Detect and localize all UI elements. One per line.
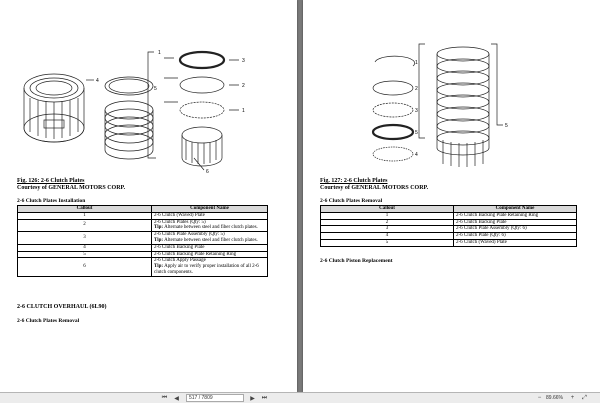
table-row: 2 2-6 Clutch Plates (Qty: 5) Tip: Altern… [17,218,268,233]
tip-label: Tip: [154,225,164,231]
svg-text:4: 4 [415,152,418,158]
last-page-button[interactable]: ⏭ [261,394,268,401]
figure-126-illustration: 1 3 2 1 4 5 6 [23,50,245,175]
tip-label: Tip: [154,264,164,270]
tip-text: Apply air to verify proper installation … [154,264,259,275]
prev-page-button[interactable]: ◀ [174,395,179,402]
table-cell-name: 2-6 Clutch Backing Plate Retaining Ring [151,250,268,259]
svg-text:1: 1 [415,60,418,66]
table-cell-name: 2-6 Clutch (Waved) Plate [453,238,577,247]
svg-text:4: 4 [96,78,99,84]
table-cell-name: 2-6 Clutch Backing Plate [151,243,268,252]
svg-text:1: 1 [158,50,161,56]
svg-text:3: 3 [242,58,245,64]
svg-text:5: 5 [415,130,418,136]
zoom-in-button[interactable]: + [570,395,575,401]
tip-label: Tip: [154,237,164,243]
component-name: 2-6 Clutch Plates (Qty: 5) [154,219,206,225]
table-header-callout: Callout [17,205,152,213]
figure-126-courtesy: Courtesy of GENERAL MOTORS CORP. [17,185,126,191]
table-cell-callout: 1 [320,211,454,220]
table-cell-callout: 4 [320,232,454,240]
table-cell-callout: 1 [17,211,152,220]
table-row: 6 2-6 Clutch Apply Passage Tip: Apply ai… [17,257,268,277]
component-name: 2-6 Clutch Backing Plate [154,244,205,250]
table-cell-name: 2-6 Clutch Plate Assembly (Qty: 5) Tip: … [151,231,268,245]
table-row: 1 2-6 Clutch Backing Plate Retaining Rin… [320,211,577,220]
svg-text:2: 2 [242,83,245,89]
svg-text:5: 5 [505,123,508,129]
table-header-component: Component Name [453,205,577,213]
table-row: 5 2-6 Clutch Backing Plate Retaining Rin… [17,250,268,259]
table-cell-name: 2-6 Clutch Apply Passage Tip: Apply air … [151,257,268,277]
overhaul-title: 2-6 CLUTCH OVERHAUL (6L90) [17,304,107,310]
document-page-right: 1 2 3 5 4 5 Fig. 127: 2-6 Clutch Plates … [303,0,600,392]
table-header-component: Component Name [151,205,268,213]
fit-page-icon[interactable]: ⤢ [582,394,587,401]
next-page-button[interactable]: ▶ [250,395,255,402]
subsection-title-piston: 2-6 Clutch Piston Replacement [320,258,393,264]
component-name: 2-6 Clutch Plate Assembly (Qty: 5) [154,232,225,238]
page-number-input[interactable]: 517 / 7809 [186,394,244,402]
svg-text:2: 2 [415,86,418,92]
subsection-title-removal: 2-6 Clutch Plates Removal [17,318,80,324]
tip-text: Alternate between steel and fiber clutch… [164,225,258,231]
table-row: 4 2-6 Clutch Plate (Qty: 6) [320,232,577,240]
table-cell-name: 2-6 Clutch Plate Assembly (Qty: 6) [453,225,577,234]
table-cell-callout: 4 [17,243,152,252]
svg-text:6: 6 [206,169,209,175]
tip-text: Alternate between steel and fiber clutch… [164,237,258,243]
table-row: 5 2-6 Clutch (Waved) Plate [320,238,577,247]
document-page-left: 1 3 2 1 4 5 6 Fig. 126: 2-6 Clutch Plate… [0,0,297,392]
section-title-removal: 2-6 Clutch Plates Removal [320,198,383,204]
table-row: 3 2-6 Clutch Plate Assembly (Qty: 6) [320,225,577,234]
first-page-button[interactable]: ⏮ [161,394,168,401]
table-cell-callout: 5 [320,238,454,247]
table-header-callout: Callout [320,205,454,213]
table-cell-callout: 5 [17,250,152,259]
components-table-installation: Callout Component Name 1 2-6 Clutch (Wav… [17,205,268,277]
svg-text:5: 5 [154,86,157,92]
table-cell-callout: 3 [320,225,454,234]
table-cell-callout: 2 [17,218,152,233]
table-cell-callout: 6 [17,257,152,277]
svg-text:1: 1 [242,108,245,114]
table-cell-name: 2-6 Clutch Backing Plate Retaining Ring [453,211,577,220]
table-cell-name: 2-6 Clutch Backing Plate [453,218,577,227]
figure-127-title: Fig. 127: 2-6 Clutch Plates [320,178,388,184]
component-name: 2-6 Clutch (Waved) Plate [154,212,205,218]
svg-text:3: 3 [415,108,418,114]
figure-127-courtesy: Courtesy of GENERAL MOTORS CORP. [320,185,429,191]
table-row: 4 2-6 Clutch Backing Plate [17,243,268,252]
figure-126-title: Fig. 126: 2-6 Clutch Plates [17,178,85,184]
table-cell-name: 2-6 Clutch Plates (Qty: 5) Tip: Alternat… [151,218,268,233]
components-table-removal: Callout Component Name 1 2-6 Clutch Back… [320,205,577,247]
table-row: 3 2-6 Clutch Plate Assembly (Qty: 5) Tip… [17,231,268,245]
table-row: 2 2-6 Clutch Backing Plate [320,218,577,227]
table-row: 1 2-6 Clutch (Waved) Plate [17,211,268,220]
component-name: 2-6 Clutch Apply Passage [154,258,206,264]
table-cell-name: 2-6 Clutch Plate (Qty: 6) [453,232,577,240]
zoom-out-button[interactable]: − [537,395,542,401]
zoom-level: 89.66% [546,395,563,401]
table-cell-callout: 3 [17,231,152,245]
component-name: 2-6 Clutch Backing Plate Retaining Ring [154,251,237,257]
viewer-toolbar: ⏮ ◀ 517 / 7809 ▶ ⏭ − 89.66% + ⤢ [0,392,600,403]
figure-127-illustration: 1 2 3 5 4 5 [371,43,508,167]
table-cell-callout: 2 [320,218,454,227]
section-title-installation: 2-6 Clutch Plates Installation [17,198,86,204]
table-cell-name: 2-6 Clutch (Waved) Plate [151,211,268,220]
